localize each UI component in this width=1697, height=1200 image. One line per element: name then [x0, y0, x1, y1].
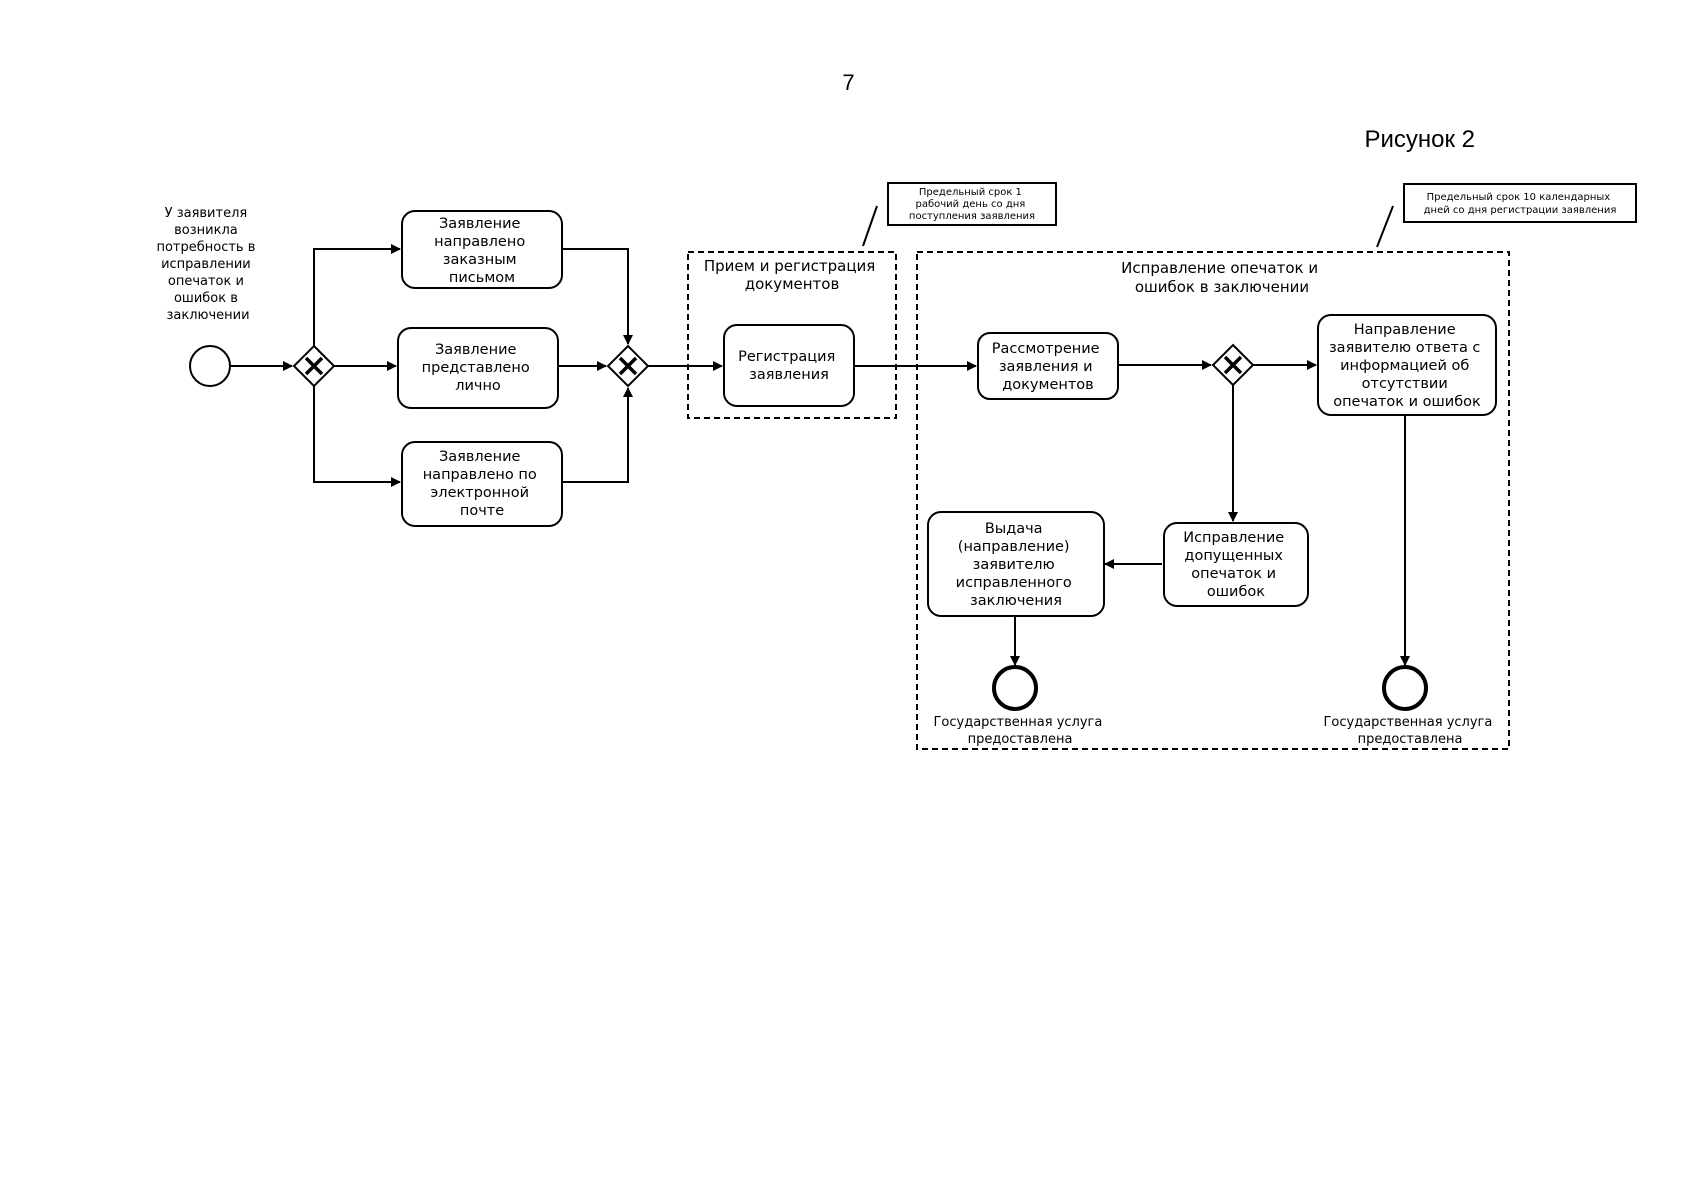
svg-text:Направление заявителю от: Направление заявителю ответа с информаци…: [1329, 322, 1485, 410]
svg-text:Выдача (направление): Выдача (направление) заявителю исправлен…: [956, 521, 1077, 609]
task-mail: Заявление направлено заказным письмом: [401, 210, 563, 289]
end-event-2: [1382, 665, 1428, 711]
note-intake-deadline: Предельный срок 1 рабочий день со дня по…: [862, 182, 1057, 247]
end-event-1: [992, 665, 1038, 711]
flow-mail-to-merge: [560, 248, 633, 345]
svg-text:Предельный срок 10 календарных: Предельный срок 10 календарных дней со д…: [1424, 192, 1617, 216]
task-email: Заявление направлено по электронной почт…: [401, 441, 563, 527]
split-gateway: [292, 344, 336, 388]
decision-gateway: [1211, 343, 1255, 387]
note-fixing-deadline: Предельный срок 10 календарных дней со д…: [1376, 183, 1637, 248]
task-personal: Заявление представлено лично: [397, 327, 559, 409]
svg-text:Исправление допущенных: Исправление допущенных опечаток и ошибок: [1183, 530, 1289, 600]
start-event: [189, 345, 231, 387]
svg-text:Заявление направлено: Заявление направлено заказным письмом: [434, 216, 530, 286]
merge-gateway: [606, 344, 650, 388]
task-review: Рассмотрение заявления и документов: [977, 332, 1119, 400]
task-registration: Регистрация заявления: [723, 324, 855, 407]
task-answer: Направление заявителю ответа с информаци…: [1317, 314, 1497, 416]
svg-text:Рассмотрение заявления и: Рассмотрение заявления и документов: [992, 341, 1104, 393]
start-label: У заявителя возникла потребность в испра…: [156, 206, 259, 323]
svg-text:Предельный срок 1 рабочи: Предельный срок 1 рабочий день со дня по…: [909, 187, 1035, 222]
figure-caption: Рисунок 2: [1364, 126, 1475, 153]
svg-text:Заявление направлено по: Заявление направлено по электронной почт…: [423, 449, 542, 519]
page-number: 7: [842, 70, 855, 95]
task-correction: Исправление допущенных опечаток и ошибок: [1163, 522, 1309, 607]
svg-text:Исправление опечаток и о: Исправление опечаток и ошибок в заключен…: [1121, 259, 1323, 296]
svg-text:Регистрация заявления: Регистрация заявления: [738, 349, 840, 383]
lane-intake: Прием и регистрация документов: [687, 251, 897, 419]
lane-fixing: Исправление опечаток и ошибок в заключен…: [916, 251, 1510, 750]
svg-text:Прием и регистрация доку: Прием и регистрация документов: [704, 257, 880, 293]
end-label-1: Государственная услуга предоставлена: [933, 715, 1106, 747]
end-label-2: Государственная услуга предоставлена: [1323, 715, 1496, 747]
task-issue: Выдача (направление) заявителю исправлен…: [927, 511, 1105, 617]
flow-split-to-mail: [313, 244, 401, 346]
flow-split-to-email: [313, 386, 401, 487]
flow-email-to-merge: [560, 387, 633, 483]
svg-text:Заявление представлено: Заявление представлено лично: [422, 342, 535, 394]
